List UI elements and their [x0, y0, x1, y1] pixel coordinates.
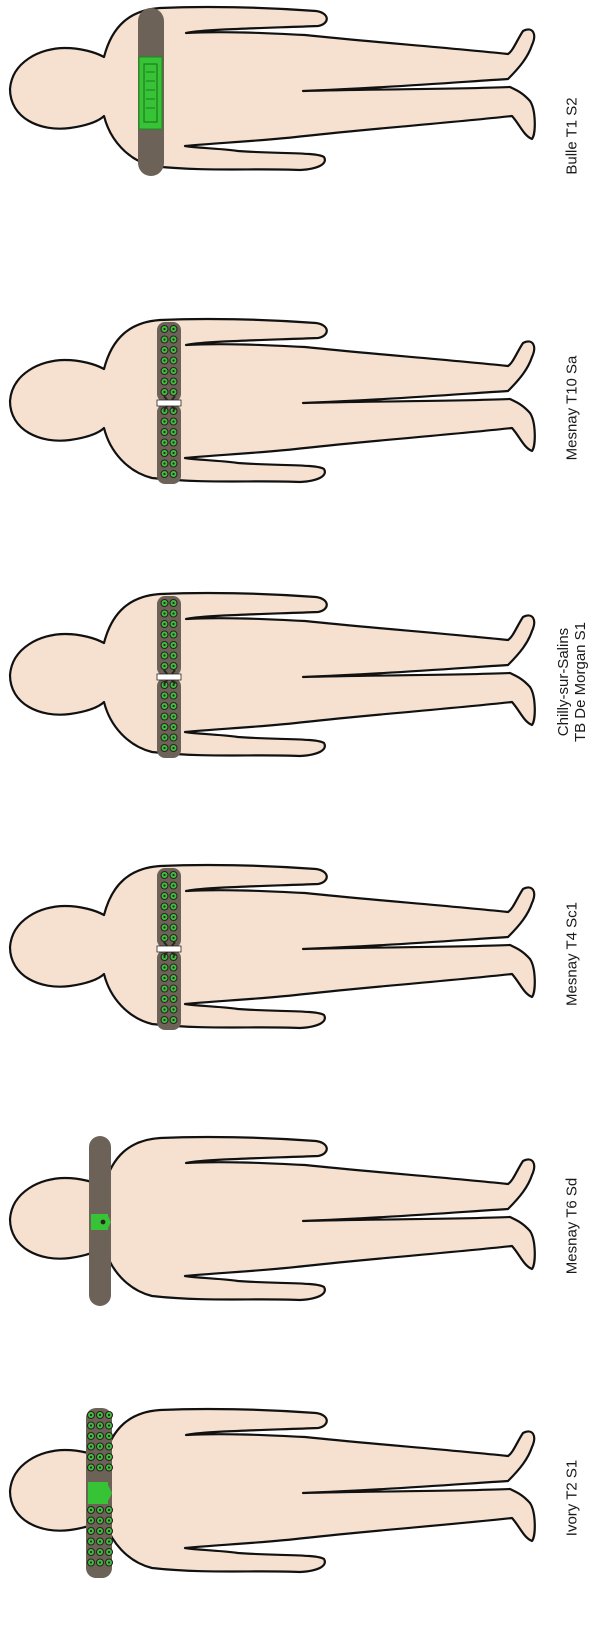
belt-hook	[91, 1214, 108, 1230]
figure-label: Mesnay T6 Sd	[550, 1090, 594, 1362]
figure-drawing	[0, 1090, 545, 1362]
belt-plate	[139, 57, 162, 129]
body-silhouette	[10, 1137, 535, 1300]
figure-label: Bulle T1 S2	[550, 0, 594, 272]
figure-panel-bulle: Bulle T1 S2	[0, 0, 608, 272]
belt-left-half	[157, 868, 181, 948]
figure-label: Mesnay T10 Sa	[550, 272, 594, 544]
figure-label-line: Chilly-sur-Salins	[555, 622, 572, 742]
figure-label-line: Mesnay T4 Sc1	[564, 902, 581, 1006]
belt-hook	[88, 1482, 108, 1504]
figure-panel-mesnay10: Mesnay T10 Sa	[0, 272, 608, 544]
figure-panel-mesnay4: Mesnay T4 Sc1	[0, 818, 608, 1090]
figure-label-line: Mesnay T10 Sa	[564, 356, 581, 461]
belt-left-half	[157, 322, 181, 402]
body-silhouette	[10, 7, 535, 170]
figure-label-line: Mesnay T6 Sd	[564, 1178, 581, 1274]
body-silhouette	[10, 319, 535, 482]
figure-label-line: Bulle T1 S2	[564, 97, 581, 174]
belt-right-half	[157, 950, 181, 1030]
belt-right-half	[157, 404, 181, 484]
belt-left-half	[157, 596, 181, 676]
body-silhouette	[10, 865, 535, 1028]
figure-drawing	[0, 546, 545, 818]
belt-right-half	[157, 678, 181, 758]
figure-label-line: Ivory T2 S1	[564, 1460, 581, 1536]
figure-drawing	[0, 0, 545, 272]
figure-panel-ivory: Ivory T2 S1	[0, 1362, 608, 1634]
figure-drawing	[0, 272, 545, 544]
body-silhouette	[10, 593, 535, 756]
figure-label-line: TB De Morgan S1	[572, 622, 589, 742]
figure-label: Mesnay T4 Sc1	[550, 818, 594, 1090]
figure-drawing	[0, 1362, 545, 1634]
figure-panel-mesnay6: Mesnay T6 Sd	[0, 1090, 608, 1362]
figure-label: Ivory T2 S1	[550, 1362, 594, 1634]
figure-drawing	[0, 818, 545, 1090]
